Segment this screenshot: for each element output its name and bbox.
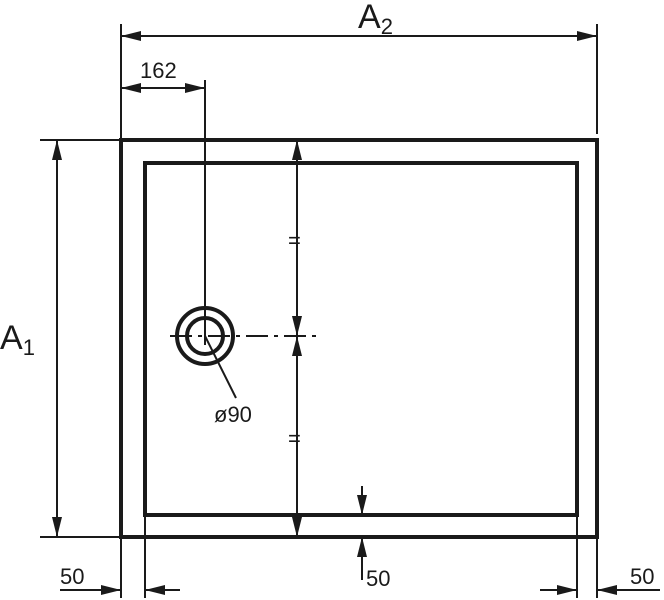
drain-offset-label: 162: [140, 58, 177, 83]
a1-label: A1: [0, 319, 35, 360]
drain-diameter-label: ø90: [214, 402, 252, 427]
equal-lower-label: =: [288, 426, 301, 451]
tray-outer-outline: [119, 138, 599, 539]
rim-bottom-label: 50: [366, 566, 390, 591]
rim-right-label: 50: [630, 564, 654, 589]
tray-inner-outline: [143, 161, 579, 517]
equal-upper-label: =: [288, 228, 301, 253]
drain-diameter-leader: [204, 335, 237, 399]
rim-left-label: 50: [60, 564, 84, 589]
a2-label: A2: [358, 0, 393, 39]
